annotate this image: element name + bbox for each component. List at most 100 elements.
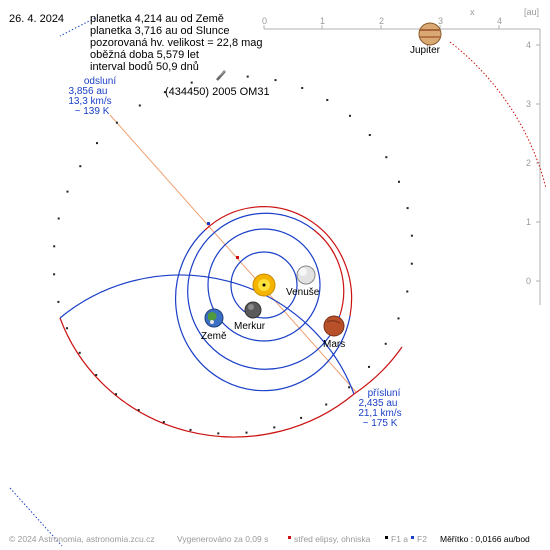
asteroid-position-dot [66,327,68,330]
asteroid-position-dot [368,134,371,136]
jupiter-label: Jupiter [410,45,441,56]
aphelion-temperature: ~ 139 K [74,106,110,117]
asteroid-position-dot [349,114,351,117]
scale-label: Měřítko : 0,0166 au/bod [440,534,530,544]
apsides-line [109,114,357,393]
jupiter-orbit-lower-arc [9,487,63,547]
asteroid-position-dot [162,421,165,423]
legend-f1: F1 a [391,534,409,544]
date-label: 26. 4. 2024 [9,13,65,25]
asteroid-position-dot [410,262,413,265]
sun-icon [252,273,276,297]
asteroid-position-dot [190,81,193,84]
info-sun-distance: planetka 3,716 au od Slunce [90,25,230,37]
y-tick-label: 0 [526,276,532,286]
asteroid-position-dot [398,180,400,183]
asteroid-position-dot [57,217,60,220]
y-tick-label: 3 [526,99,532,109]
x-tick-label: 1 [320,16,326,26]
info-point-interval: interval bodů 50,9 dnů [90,61,199,73]
asteroid-position-dot [115,121,118,124]
venus-label: Venuše [286,287,320,298]
jupiter-orbit-arc [449,41,547,189]
legend-center: střed elipsy, ohniska [294,534,371,544]
asteroid-position-dot [78,351,81,354]
asteroid-position-dot [246,75,249,78]
asteroid-orbit-upper-arc [59,274,355,395]
generated-time: Vygenerováno za 0,09 s [177,534,269,544]
unit-label: [au] [524,7,540,17]
info-earth-distance: planetka 4,214 au od Země [90,13,224,25]
asteroid-position-dot [163,91,166,94]
asteroid-dots [53,75,413,435]
ellipse-focus-marker [207,222,210,225]
asteroid-position-dot [300,416,303,419]
earth-orbit-upper [187,212,341,370]
asteroid-position-dot [406,290,409,293]
y-tick-label: 1 [526,217,532,227]
asteroid-position-dot [137,409,140,411]
asteroid-position-dot [66,190,69,193]
legend-f2: F2 [417,534,427,544]
asteroid-position-dot [397,317,400,320]
asteroid-position-dot [301,87,304,89]
y-tick-label: 2 [526,158,532,168]
x-tick-label: 0 [262,16,268,26]
mars-orbit-red [204,206,353,317]
mercury-icon [244,301,262,319]
aphelion-speed: 13,3 km/s [68,96,112,107]
earth-orbit-lower [313,229,345,316]
asteroid-orbit-perihelion-arc [353,346,403,395]
asteroid-position-dot [138,104,141,107]
copyright: © 2024 Astronomia, astronomia.zcu.cz [9,534,155,544]
mars-icon [323,315,345,337]
aphelion-distance: 3,856 au [68,86,108,97]
asteroid-position-dot [274,79,277,82]
aphelion-title: odsluní [83,76,117,87]
axes [263,25,541,305]
asteroid-position-dot [189,428,192,431]
asteroid-position-dot [217,432,220,435]
asteroid-position-dot [368,365,370,368]
x-tick-label: 3 [438,16,444,26]
info-magnitude: pozorovaná hv. velikost = 22,8 mag [90,37,263,49]
asteroid-position-dot [53,245,56,248]
venus-icon [296,265,316,285]
mars-orbit-blue [174,229,351,392]
legend-center-swatch [288,536,291,539]
asteroid-position-dot [273,426,276,429]
mercury-label: Merkur [234,321,266,332]
asteroid-position-dot [406,207,409,210]
asteroid-position-dot [325,403,328,406]
y-tick-label: 4 [526,40,532,50]
jupiter-icon [418,22,442,46]
asteroid-position-dot [326,99,329,101]
asteroid-position-dot [79,165,82,168]
info-period: oběžná doba 5,579 let [90,49,199,61]
ellipse-center-marker [236,256,239,259]
venus-orbit [207,228,321,342]
asteroid-position-dot [348,386,351,389]
asteroid-position-dot [95,374,98,376]
asteroid-position-dot [115,393,117,396]
perihelion-title: přísluní [367,388,401,399]
asteroid-name: (434450) 2005 OM31 [165,86,270,98]
mars-label: Mars [323,339,346,350]
jupiter-orbit-upper-arc [59,17,96,37]
asteroid-position-dot [96,142,98,145]
asteroid-position-dot [384,342,387,345]
asteroid-position-dot [410,234,413,237]
asteroid-orbit [59,274,403,438]
asteroid-position-dot [385,156,388,159]
legend-f1-swatch [385,536,388,539]
asteroid-position-dot [245,431,248,434]
perihelion-speed: 21,1 km/s [358,408,402,419]
x-tick-label: 2 [379,16,385,26]
asteroid-icon [216,70,226,81]
asteroid-position-dot [57,300,60,303]
x-axis-label: x [470,7,475,17]
earth-label: Země [201,331,227,342]
planet-orbits [174,206,353,392]
